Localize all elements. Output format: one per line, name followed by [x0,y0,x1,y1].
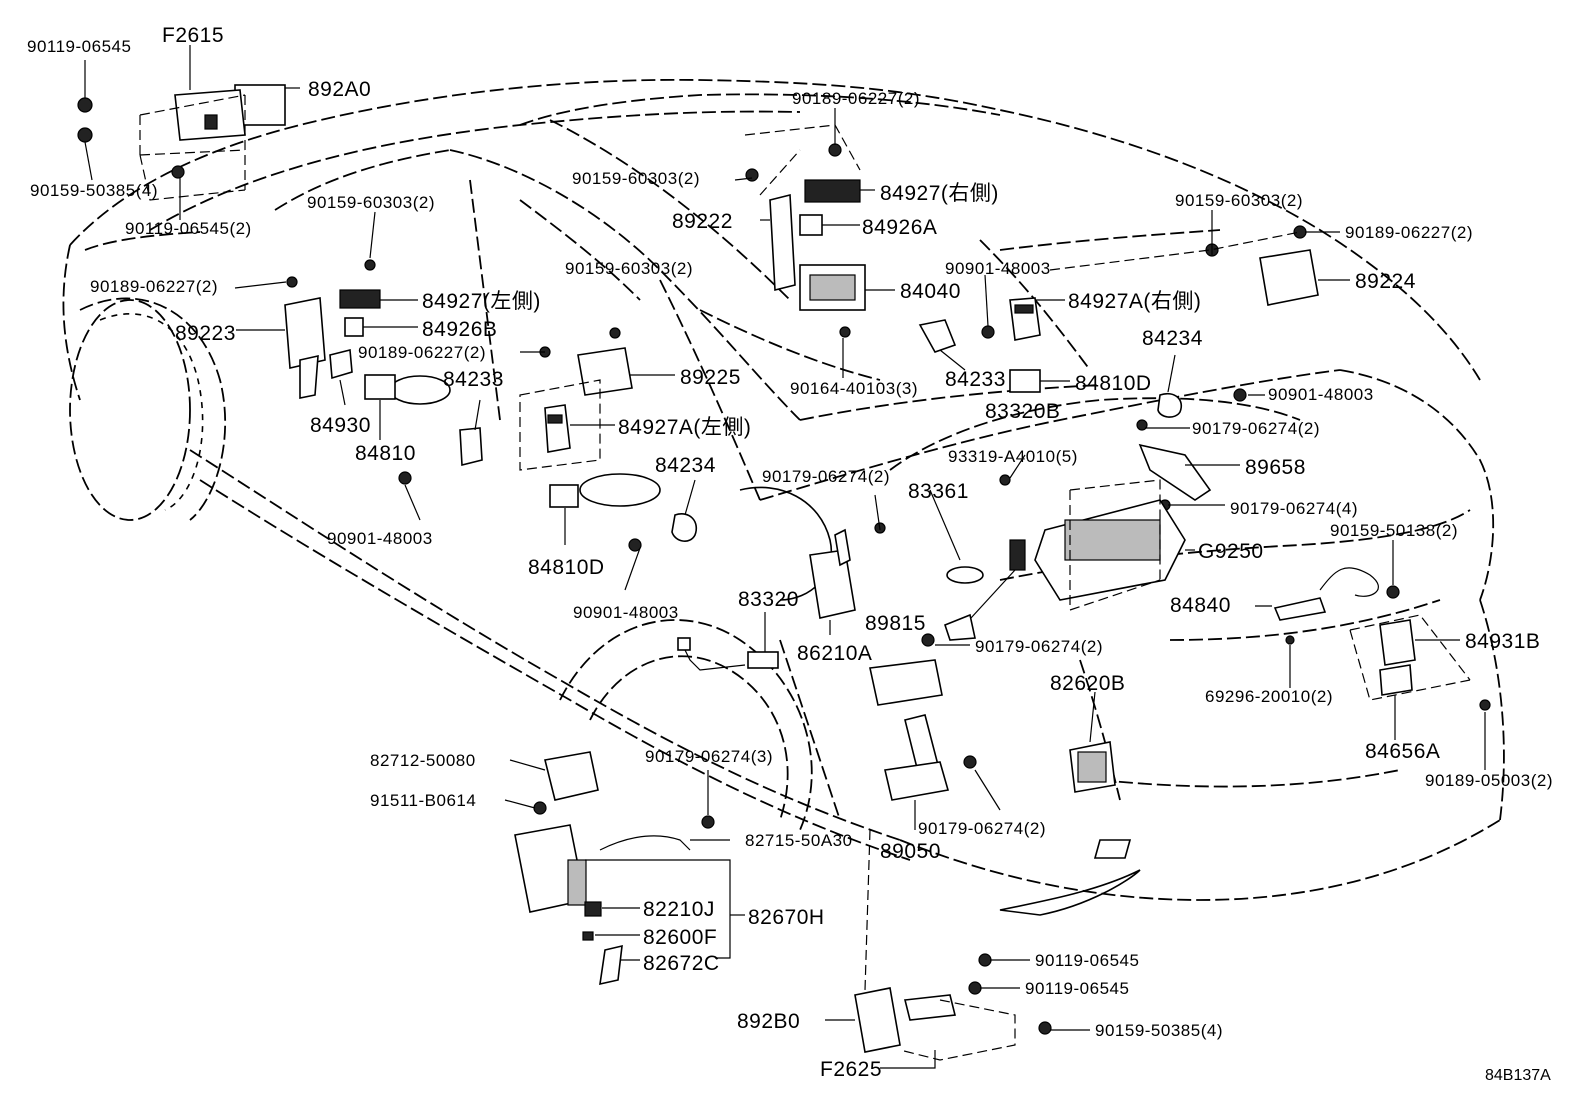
label-93319-A4010: 93319-A4010(5) [948,447,1078,466]
label-82210J: 82210J [643,898,715,921]
label-90901-48003-right: 90901-48003 [1268,385,1374,404]
label-84926B: 84926B [422,318,497,341]
label-90159-60303-right: 90159-60303(2) [1175,191,1303,210]
label-90179-06274-r1: 90179-06274(2) [1192,419,1320,438]
part-G9250 [1034,479,1186,611]
label-90189-06227-right: 90189-06227(2) [1345,223,1473,242]
part-89223 [284,259,396,400]
label-90179-06274-bottom: 90179-06274(2) [918,819,1046,838]
part-84233-left [398,427,697,552]
label-82600F: 82600F [643,926,717,949]
label-84927A-right: 84927A(右側) [1068,290,1201,313]
diagram-id: 84B137A [1485,1067,1551,1084]
label-83320: 83320 [738,588,799,611]
leader-lines [84,45,1486,1069]
label-F2615: F2615 [162,24,224,47]
label-90179-06274-c1: 90179-06274(2) [762,467,890,486]
label-89050: 89050 [880,840,941,863]
label-82620B: 82620B [1050,672,1125,695]
label-83361: 83361 [908,480,969,503]
part-84927A-left [519,379,601,471]
car-body-outline [62,78,1505,916]
label-90901-48003-left: 90901-48003 [327,529,433,548]
label-90159-60303-center: 90159-60303(2) [572,169,700,188]
label-69296-20010: 69296-20010(2) [1205,687,1333,706]
label-90189-06227-mid: 90189-06227(2) [358,343,486,362]
label-84926A: 84926A [862,216,937,239]
label-86210A: 86210A [797,642,872,665]
label-84810D-right: 84810D [1075,372,1152,395]
label-892B0: 892B0 [737,1010,800,1033]
part-89225 [539,327,633,396]
label-90164-40103: 90164-40103(3) [790,379,918,398]
parts [77,84,1491,1061]
label-90159-50385-bottom: 90159-50385(4) [1095,1021,1223,1040]
label-84810: 84810 [355,442,416,465]
part-89222-cluster [744,124,866,338]
part-84840-cluster [1273,567,1491,711]
label-84927A-left: 84927A(左側) [618,416,751,439]
part-892A0 [77,84,286,201]
label-89815: 89815 [865,612,926,635]
label-90159-50138: 90159-50138(2) [1330,521,1458,540]
part-labels: 90119-06545 F2615 892A0 90159-50385(4) 9… [27,24,1553,1084]
label-84234-right: 84234 [1142,327,1203,350]
label-84234-left: 84234 [655,454,716,477]
label-82670H: 82670H [748,906,825,929]
label-90159-60303-mid: 90159-60303(2) [565,259,693,278]
label-90189-06227-left: 90189-06227(2) [90,277,218,296]
label-83320B: 83320B [985,400,1060,423]
label-90901-48003-center: 90901-48003 [945,259,1051,278]
label-84810D-left: 84810D [528,556,605,579]
label-892A0: 892A0 [308,78,371,101]
label-84233-right: 84233 [945,368,1006,391]
label-84840: 84840 [1170,594,1231,617]
label-84040: 84040 [900,280,961,303]
label-89223: 89223 [175,322,236,345]
label-82715-50A30: 82715-50A30 [745,831,853,850]
label-89225: 89225 [680,366,741,389]
label-F2625: F2625 [820,1058,882,1081]
label-89658: 89658 [1245,456,1306,479]
label-90189-05003: 90189-05003(2) [1425,771,1553,790]
label-89224: 89224 [1355,270,1416,293]
part-84927A-right [918,297,1041,393]
label-90159-60303-left: 90159-60303(2) [307,193,435,212]
label-90189-06227-top: 90189-06227(2) [792,89,920,108]
label-91511-B0614: 91511-B0614 [370,791,476,810]
label-82672C: 82672C [643,952,720,975]
label-90119-06545-b2: 90119-06545 [1025,979,1129,998]
label-90119-06545-top: 90119-06545 [27,37,131,56]
label-84931B: 84931B [1465,630,1540,653]
label-90179-06274-3: 90179-06274(3) [645,747,773,766]
part-83320 [677,637,779,671]
part-84234-right [1136,388,1247,511]
label-90119-06545-2: 90119-06545(2) [125,219,252,238]
part-892B0 [854,953,1052,1061]
label-89222: 89222 [672,210,733,233]
label-90179-06274-4: 90179-06274(4) [1230,499,1358,518]
label-G9250: G9250 [1198,540,1264,563]
label-84927-left: 84927(左側) [422,290,541,313]
label-84930: 84930 [310,414,371,437]
label-90119-06545-b1: 90119-06545 [1035,951,1139,970]
label-90901-48003-bottom: 90901-48003 [573,603,679,622]
part-82670H [514,751,715,986]
part-86210A [809,522,886,619]
part-83320B [944,474,1026,641]
label-84233-left: 84233 [443,368,504,391]
part-89815 [869,633,977,801]
label-90159-50385-top: 90159-50385(4) [30,181,158,200]
label-82712-50080: 82712-50080 [370,751,476,770]
label-84927-right: 84927(右側) [880,182,999,205]
label-84656A: 84656A [1365,740,1440,763]
label-90179-06274-c2: 90179-06274(2) [975,637,1103,656]
part-82620B [1069,741,1116,793]
